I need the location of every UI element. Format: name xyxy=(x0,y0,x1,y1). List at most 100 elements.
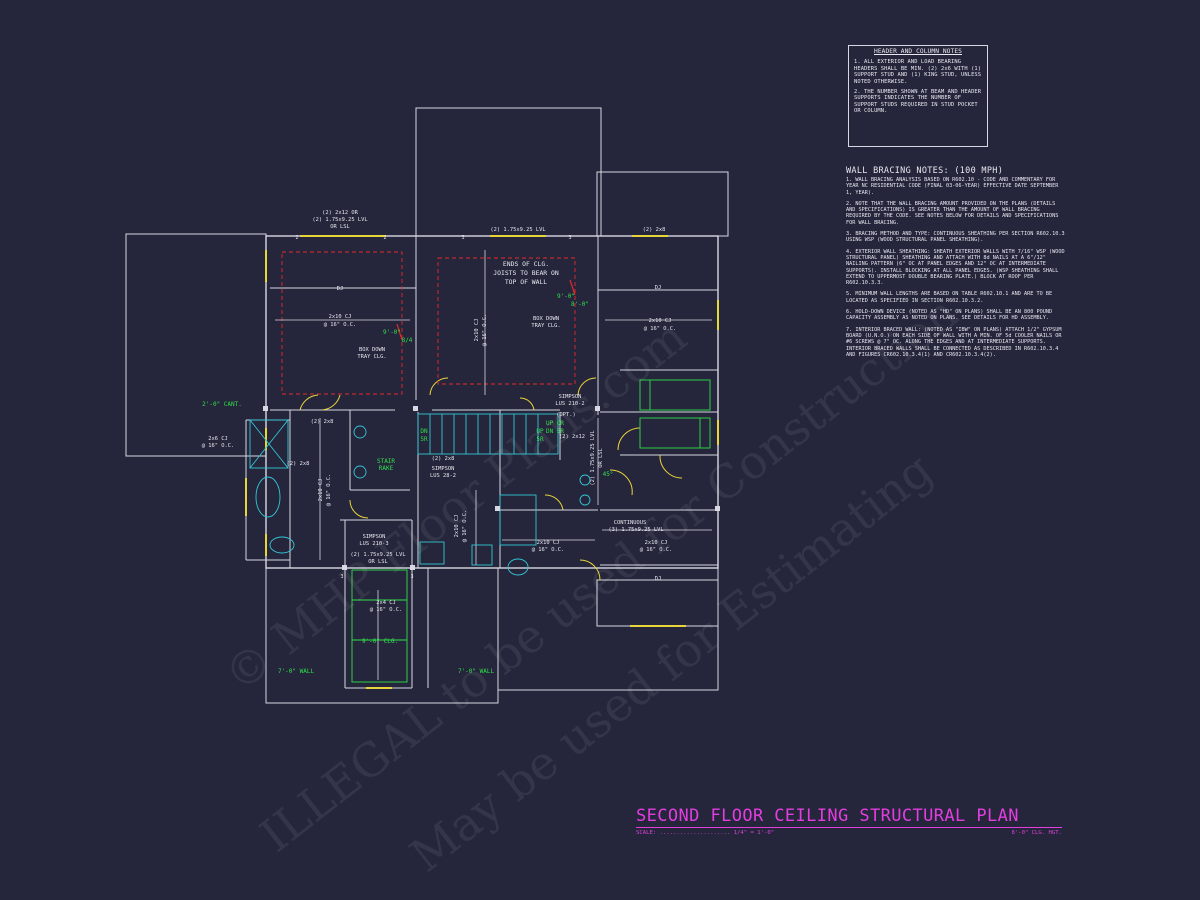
height-8-0: 8'-0" xyxy=(571,301,589,308)
cj-2x10-a-oc: @ 16" O.C. xyxy=(532,547,564,553)
header-vertical-lvl: (2) 1.75x9.25 LVL xyxy=(590,430,596,485)
header-2x8-c: (2) 2x8 xyxy=(432,456,455,462)
header-note-1: 1. ALL EXTERIOR AND LOAD BEARING HEADERS… xyxy=(854,59,982,85)
cj-2x10-c: 2x10 CJ xyxy=(454,515,460,538)
title-block: SECOND FLOOR CEILING STRUCTURAL PLAN SCA… xyxy=(636,806,1062,836)
stair-up-or-1: UP OR xyxy=(546,420,564,427)
stair-rake-1: STAIR xyxy=(377,458,395,465)
scale-dots: ..................... xyxy=(659,830,734,836)
cj-2x4: 2x4 CJ xyxy=(376,600,395,606)
bearing-num-2a: 2 xyxy=(295,235,298,241)
ceiling-9-0-label: 9'-0" CLG. xyxy=(362,638,398,645)
wall-7-left: 7'-0" WALL xyxy=(278,668,315,675)
bearing-num-3d: 3 xyxy=(410,574,413,580)
cj-2x10-b: 2x10 CJ xyxy=(645,540,668,546)
header-lvl-lsl-2: OR LSL xyxy=(368,559,387,565)
ceiling-height: 8'-0" CLG. HGT. xyxy=(1011,830,1062,836)
cj-label-right-oc: @ 16" O.C. xyxy=(644,326,676,332)
cj-label-left: 2x10 CJ xyxy=(329,314,352,320)
cj-2x10-b-oc: @ 16" O.C. xyxy=(640,547,672,553)
bracing-note-4: 4. EXTERIOR WALL SHEATHING: SHEATH EXTER… xyxy=(846,248,1065,287)
scale-info: SCALE: ..................... 1/4" = 1'-0… xyxy=(636,830,774,836)
lower-right-outline xyxy=(497,568,719,691)
header-2x12: (2) 2x12 xyxy=(559,434,585,440)
cj-2x4-oc: @ 16" O.C. xyxy=(370,607,402,613)
bracing-note-2: 2. NOTE THAT THE WALL BRACING AMOUNT PRO… xyxy=(846,200,1059,226)
dj-label-left: DJ xyxy=(337,286,344,292)
dj-label-bottom: DJ xyxy=(655,576,662,582)
header-notes-title: HEADER AND COLUMN NOTES xyxy=(874,48,962,55)
title-underline xyxy=(636,827,1062,828)
scale-label: SCALE: xyxy=(636,830,657,836)
cj-2x6-label: 2x6 CJ xyxy=(208,436,227,442)
plan-title: SECOND FLOOR CEILING STRUCTURAL PLAN xyxy=(636,806,1019,826)
bracing-note-6: 6. HOLD-DOWN DEVICE (NOTED AS "HD" ON PL… xyxy=(846,309,1053,322)
cj-2x10-c-oc: @ 16" O.C. xyxy=(462,510,468,542)
cj-mid-label: 2x10 CJ xyxy=(474,319,480,342)
ends-clg-line1: ENDS OF CLG. xyxy=(503,260,549,268)
stair-up-2: 5R xyxy=(536,436,544,443)
simpson-a-2: LUS 28-2 xyxy=(430,473,456,479)
left-roof-outline xyxy=(125,233,267,457)
header-label-top-left: (2) 2x12 OR xyxy=(322,210,358,216)
cj-2x10-a: 2x10 CJ xyxy=(537,540,560,546)
simpson-a-1: SIMPSON xyxy=(432,466,455,472)
stair-dn-1: DN xyxy=(420,428,428,435)
lower-right-room xyxy=(596,579,719,627)
simpson-c-2: LUS 210-3 xyxy=(359,541,388,547)
box-down-left-2: TRAY CLG. xyxy=(357,354,386,360)
height-9-0-b: 9'-0" xyxy=(557,293,575,300)
header-lvl-lsl-1: (2) 1.75x9.25 LVL xyxy=(350,552,405,558)
cj-2x6-oc: @ 16" O.C. xyxy=(202,443,234,449)
stair-up-or-2: DN 5R xyxy=(546,428,564,435)
upper-roof-outline xyxy=(415,107,602,237)
stair-rake-2: RAKE xyxy=(379,465,394,472)
bearing-num-3b: 3 xyxy=(568,235,571,241)
header-label-top-right: (2) 2x8 xyxy=(643,227,666,233)
opt-label: (OPT.) xyxy=(556,412,575,418)
ends-clg-line3: TOP OF WALL xyxy=(505,278,547,286)
cj-label-right: 2x10 CJ xyxy=(649,318,672,324)
simpson-b-1: SIMPSON xyxy=(559,394,582,400)
stair-up-1: UP xyxy=(536,428,544,435)
header-label-top-left-3: OR LSL xyxy=(330,224,349,230)
ends-clg-line2: JOISTS TO BEAR ON xyxy=(493,269,559,277)
cj-mid-oc: @ 16" O.C. xyxy=(482,314,488,346)
height-9-0-a: 9'-0" xyxy=(383,329,401,336)
wall-bracing-notes: WALL BRACING NOTES: (100 MPH) 1. WALL BR… xyxy=(846,166,1066,363)
bracing-note-1: 1. WALL BRACING ANALYSIS BASED ON R602.1… xyxy=(846,177,1059,196)
height-8-4: 8/4 xyxy=(402,337,413,344)
header-label-top-mid: (2) 1.75x9.25 LVL xyxy=(490,227,545,233)
cj-label-left-oc: @ 16" O.C. xyxy=(324,322,356,328)
header-label-top-left-2: (2) 1.75x9.25 LVL xyxy=(312,217,367,223)
box-down-mid-1: BOX DOWN xyxy=(533,316,559,322)
simpson-c-1: SIMPSON xyxy=(363,534,386,540)
cantilever-label: 2'-0" CANT. xyxy=(202,401,242,408)
cj-2x10-v1-oc: @ 16" O.C. xyxy=(326,474,332,506)
scale-value: 1/4" = 1'-0" xyxy=(733,830,775,836)
header-column-notes: HEADER AND COLUMN NOTES 1. ALL EXTERIOR … xyxy=(848,45,988,147)
tray-ceiling-left xyxy=(281,251,403,395)
wall-bracing-title: WALL BRACING NOTES: (100 MPH) xyxy=(846,166,1004,176)
continuous-2: (3) 1.75x9.25 LVL xyxy=(608,527,663,533)
bearing-num-3c: 3 xyxy=(340,574,343,580)
bracing-note-7: 7. INTERIOR BRACED WALL: (NOTED AS "IBW"… xyxy=(846,326,1062,358)
angle-45-label: 45° xyxy=(603,471,614,478)
simpson-b-2: LUS 210-2 xyxy=(555,401,584,407)
bracing-note-5: 5. MINIMUM WALL LENGTHS ARE BASED ON TAB… xyxy=(846,291,1053,304)
bearing-num-3a: 3 xyxy=(461,235,464,241)
header-2x8-b: (2) 2x8 xyxy=(287,461,310,467)
bearing-num-2b: 2 xyxy=(383,235,386,241)
box-down-mid-2: TRAY CLG. xyxy=(531,323,560,329)
tray-ceiling-mid xyxy=(437,257,576,385)
header-2x8-a: (2) 2x8 xyxy=(311,419,334,425)
box-down-left-1: BOX DOWN xyxy=(359,347,385,353)
continuous-1: CONTINUOUS xyxy=(614,520,646,526)
stair-dn-2: 5R xyxy=(420,436,428,443)
dj-label-right: DJ xyxy=(655,285,662,291)
header-vertical-lvl-2: OR LSL xyxy=(598,448,604,467)
header-note-2: 2. THE NUMBER SHOWN AT BEAM AND HEADER S… xyxy=(854,89,982,115)
title-subline: SCALE: ..................... 1/4" = 1'-0… xyxy=(636,830,1062,836)
cj-2x10-v1: 2x10 CJ xyxy=(318,479,324,502)
